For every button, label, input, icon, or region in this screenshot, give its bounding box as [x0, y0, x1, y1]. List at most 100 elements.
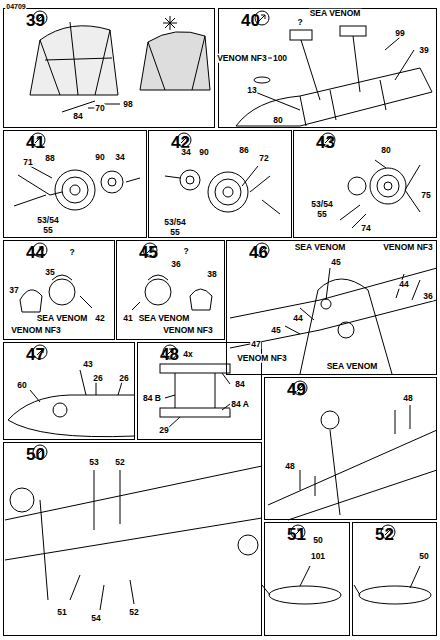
callout-number: 52 [128, 608, 139, 617]
callout-number: 36 [170, 260, 181, 269]
callout-number: 35 [44, 268, 55, 277]
drawing-circle [108, 178, 116, 186]
callout-number: ? [296, 18, 303, 27]
callout-number: 29 [158, 426, 169, 435]
drawing-path [340, 160, 420, 228]
drawing-rect [160, 408, 230, 417]
step-number: 46 [249, 244, 268, 261]
callout-number: 38 [206, 270, 217, 279]
callout-number: 51 [56, 608, 67, 617]
drawing-circle [370, 168, 406, 204]
drawing-path [165, 373, 230, 428]
drawing-path [285, 268, 420, 334]
callout-number: 98 [122, 100, 133, 109]
step-number: 51 [287, 526, 306, 543]
callout-number: SEA VENOM [326, 362, 379, 371]
callout-number: 52 [114, 458, 125, 467]
step-number: 45 [139, 244, 158, 261]
drawing-path [262, 566, 310, 595]
callout-number: 45 [330, 258, 341, 267]
drawing-path [62, 101, 120, 112]
drawing-circle [208, 172, 248, 212]
step-panel: 41 [3, 130, 147, 238]
drawing-circle [145, 279, 171, 305]
drawing-path [268, 430, 437, 520]
drawing-path [385, 33, 414, 80]
step-number: 40 [241, 12, 260, 29]
drawing-rect [160, 364, 230, 373]
step-number: 43 [316, 134, 335, 151]
callout-number: 26 [92, 374, 103, 383]
step-number: 47 [26, 346, 45, 363]
callout-number: VENOM NF3 [162, 326, 214, 335]
drawing-path [148, 36, 205, 90]
callout-number: 84 B [142, 394, 162, 403]
callout-number: 88 [44, 154, 55, 163]
callout-number: 47 [250, 340, 261, 349]
callout-number: 53/54 [36, 216, 59, 225]
step-number: 48 [160, 346, 179, 363]
callout-number: 74 [360, 224, 371, 233]
callout-number: 55 [42, 226, 53, 235]
drawing-circle [321, 411, 339, 429]
drawing-path [165, 166, 280, 214]
drawing-path [300, 80, 386, 126]
step-number: 41 [26, 134, 45, 151]
callout-number: 80 [380, 146, 391, 155]
callout-number: 48 [284, 462, 295, 471]
callout-number: SEA VENOM [294, 243, 347, 252]
callout-number: 71 [22, 158, 33, 167]
drawing-circle [384, 182, 392, 190]
drawing-path [5, 466, 262, 600]
step-number: 52 [375, 526, 394, 543]
callout-number: 42 [94, 314, 105, 323]
callout-number: 50 [312, 536, 323, 545]
drawing-circle [338, 322, 354, 338]
drawing-circle [49, 279, 75, 305]
drawing-path [8, 395, 135, 437]
callout-number: 80 [272, 116, 283, 125]
callout-number: 45 [270, 326, 281, 335]
drawing-circle [62, 177, 88, 203]
drawing-path [20, 275, 92, 312]
callout-number: VENOM NF3 [382, 243, 434, 252]
drawing-path [70, 470, 134, 610]
callout-number: SEA VENOM [36, 314, 89, 323]
callout-number: 44 [292, 314, 303, 323]
callout-number: 75 [420, 191, 431, 200]
drawing-rect [290, 30, 312, 40]
drawing-circle [186, 176, 194, 184]
callout-number: 55 [169, 228, 180, 237]
callout-number: 36 [422, 292, 433, 301]
drawing-circle [238, 535, 258, 555]
drawing-circle [348, 177, 366, 195]
callout-number: 54 [90, 614, 101, 623]
callout-number: 53/54 [163, 218, 186, 227]
drawing-ellipse [359, 586, 431, 604]
callout-number: 70 [94, 104, 105, 113]
drawing-circle [53, 403, 67, 417]
drawing-circle [10, 488, 34, 512]
callout-number: 86 [238, 146, 249, 155]
drawing-path [30, 370, 122, 402]
drawing-circle [70, 185, 80, 195]
drawing-g [5, 16, 437, 610]
step-panel: 47 [3, 342, 135, 440]
drawing-path [250, 36, 360, 110]
step-panel: 40 [218, 8, 437, 128]
callout-number: 60 [16, 381, 27, 390]
callout-number: 39 [418, 46, 429, 55]
callout-number: 34 [180, 148, 191, 157]
drawing-path [354, 566, 420, 595]
step-panel: 39 [3, 8, 215, 128]
drawing-path [300, 405, 410, 496]
drawing-path [40, 22, 112, 95]
callout-number: 84 [234, 380, 245, 389]
callout-number: VENOM NF3 [236, 354, 288, 363]
drawing-path [236, 68, 432, 126]
step-number: 39 [26, 12, 45, 29]
drawing-ellipse [254, 77, 270, 83]
callout-number: 90 [94, 153, 105, 162]
drawing-circle [377, 175, 399, 197]
callout-number: SEA VENOM [309, 9, 362, 18]
